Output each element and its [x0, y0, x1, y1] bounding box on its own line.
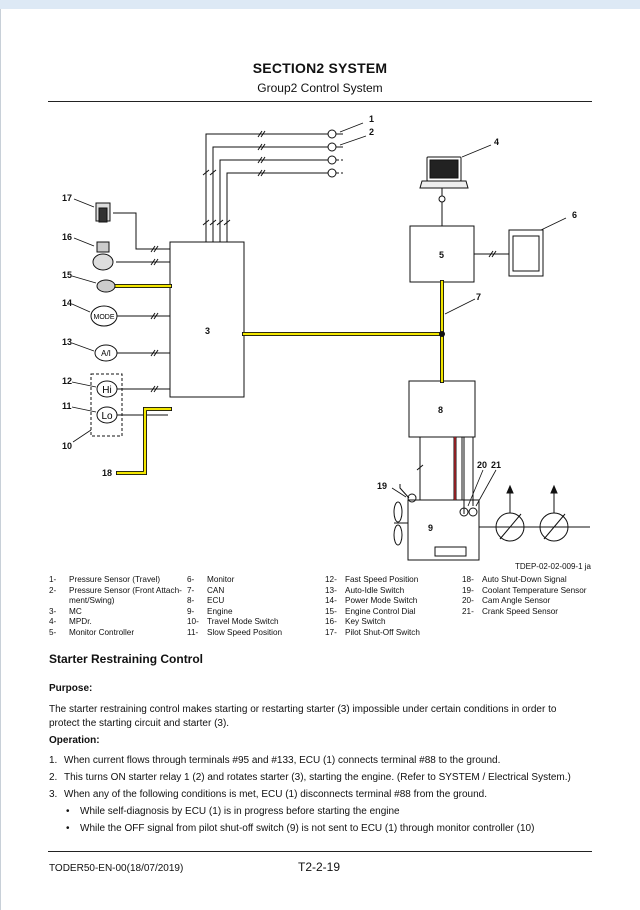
legend-col-2: 6-Monitor 7-CAN 8-ECU 9-Engine 10-Travel…: [187, 575, 282, 639]
callout-20: 20: [477, 460, 487, 470]
monitor-box: [508, 229, 544, 277]
callout-5: 5: [439, 250, 444, 260]
callout-10: 10: [62, 441, 72, 451]
legend-item: 7-CAN: [187, 585, 225, 595]
figure-id: TDEP-02-02-009-1 ja: [514, 562, 591, 571]
operation-heading: Operation:: [49, 735, 100, 746]
legend-item: 17-Pilot Shut-Off Switch: [325, 627, 420, 637]
operation-step: 2.This turns ON starter relay 1 (2) and …: [49, 772, 571, 783]
callout-8: 8: [438, 405, 443, 415]
legend-item: 5-Monitor Controller: [49, 627, 135, 637]
section-title: SECTION2 SYSTEM: [252, 60, 388, 76]
purpose-text-line-1: The starter restraining control makes st…: [49, 704, 557, 715]
legend-item: 14-Power Mode Switch: [325, 596, 418, 606]
callout-21: 21: [491, 460, 501, 470]
callout-13: 13: [62, 337, 72, 347]
control-system-diagram: MODE A/I Hi Lo 1 2 3 4 5 6 7 8 9 10 11 1…: [62, 114, 590, 561]
legend-item: 21-Crank Speed Sensor: [462, 606, 559, 616]
header-rule: [48, 101, 592, 102]
legend-item: 4-MPDr.: [49, 617, 92, 627]
section-heading: Starter Restraining Control: [49, 652, 204, 666]
hi-switch-label: Hi: [102, 385, 111, 396]
legend-item: 10-Travel Mode Switch: [187, 617, 279, 627]
window-top-bar: [0, 0, 640, 9]
page-left-border: [0, 9, 1, 910]
callout-7: 7: [476, 292, 481, 302]
cam-angle-sensor: [459, 507, 469, 517]
travel-mode-switch-box: [90, 373, 123, 437]
mc-box: [169, 241, 245, 398]
callout-6: 6: [572, 210, 577, 220]
legend-item: 11-Slow Speed Position: [187, 627, 283, 637]
callout-17: 17: [62, 193, 72, 203]
callout-12: 12: [62, 376, 72, 386]
crank-speed-sensor: [468, 507, 478, 517]
lo-switch-label: Lo: [101, 411, 113, 422]
operation-step: 1.When current flows through terminals #…: [49, 755, 501, 766]
mode-switch-label: MODE: [94, 314, 115, 321]
engine-box: [407, 499, 480, 561]
legend-item: 19-Coolant Temperature Sensor: [462, 585, 587, 595]
operation-step: 3.When any of the following conditions i…: [49, 789, 487, 800]
callout-3: 3: [205, 326, 210, 336]
legend-item: 16-Key Switch: [325, 617, 386, 627]
legend-col-1: 1-Pressure Sensor (Travel) 2-Pressure Se…: [49, 575, 182, 639]
legend-item: 15-Engine Control Dial: [325, 606, 416, 616]
legend-col-4: 18-Auto Shut-Down Signal 19-Coolant Temp…: [462, 575, 587, 617]
legend-item: 1-Pressure Sensor (Travel): [49, 575, 161, 584]
callout-16: 16: [62, 232, 72, 242]
callout-1: 1: [369, 114, 374, 124]
legend-item: ment/Swing): [69, 596, 115, 606]
legend-item: 9-Engine: [187, 606, 233, 616]
condition-bullet: •While self-diagnosis by ECU (1) is in p…: [66, 806, 400, 817]
callout-2: 2: [369, 127, 374, 137]
legend-item: 2-Pressure Sensor (Front Attach-: [49, 585, 182, 595]
page-number: T2-2-19: [298, 860, 341, 874]
callout-19: 19: [377, 481, 387, 491]
callout-15: 15: [62, 270, 72, 280]
legend-item: 13-Auto-Idle Switch: [325, 585, 405, 595]
legend-item: 3-MC: [49, 606, 82, 616]
legend-item: 18-Auto Shut-Down Signal: [462, 575, 567, 584]
auto-idle-switch-label: A/I: [101, 349, 111, 358]
callout-4: 4: [494, 137, 499, 147]
purpose-heading: Purpose:: [49, 683, 93, 694]
callout-14: 14: [62, 298, 72, 308]
purpose-text-line-2: protect the starting circuit and starter…: [49, 718, 230, 729]
callout-11: 11: [62, 401, 72, 411]
legend-col-3: 12-Fast Speed Position 13-Auto-Idle Swit…: [325, 575, 420, 639]
legend-item: 6-Monitor: [187, 575, 235, 584]
callout-9: 9: [428, 523, 433, 533]
group-title: Group2 Control System: [257, 81, 383, 95]
coolant-temp-sensor: [407, 493, 417, 503]
callout-18: 18: [102, 468, 112, 478]
legend-item: 8-ECU: [187, 596, 225, 606]
footer-rule: [48, 851, 592, 852]
legend-item: 20-Cam Angle Sensor: [462, 596, 551, 606]
condition-bullet: •While the OFF signal from pilot shut-of…: [66, 823, 535, 834]
document-id: TODER50-EN-00(18/07/2019): [49, 863, 184, 874]
legend-item: 12-Fast Speed Position: [325, 575, 419, 584]
